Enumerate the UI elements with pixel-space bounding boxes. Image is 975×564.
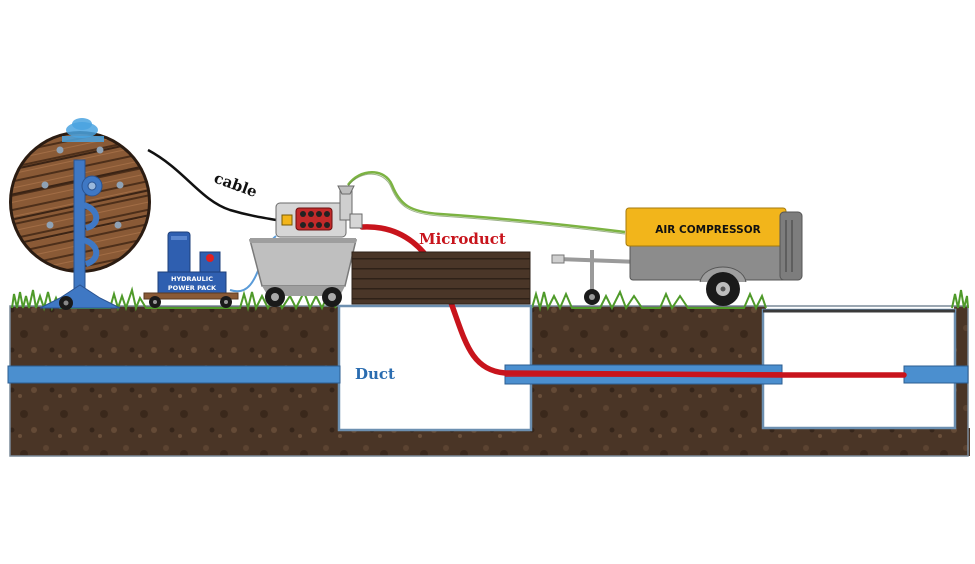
grass	[11, 286, 969, 312]
air-hose	[346, 171, 626, 234]
power-pack-label-2: POWER PACK	[168, 284, 217, 292]
microduct-in-duct	[505, 372, 782, 377]
cable-label: cable	[212, 169, 260, 201]
wooden-plank	[351, 251, 531, 305]
power-pack-red-button	[206, 254, 214, 262]
grass-center	[531, 289, 767, 312]
machine-trolley-bin	[249, 239, 357, 287]
microduct-label: Microduct	[419, 230, 506, 248]
duct-left	[7, 365, 341, 384]
duct-right	[903, 365, 969, 384]
cable-line	[147, 148, 289, 224]
cable-drum	[9, 118, 151, 310]
hydraulic-power-pack: HYDRAULIC POWER PACK	[143, 231, 277, 308]
soil-middle	[336, 428, 536, 456]
compressor-label: AIR COMPRESSOR	[655, 224, 760, 236]
power-pack-cart	[143, 292, 239, 300]
drum-logo-icon	[62, 118, 104, 142]
compressor-tow-bar	[557, 257, 641, 264]
grass-right	[951, 289, 969, 309]
soil-right-bottom	[760, 428, 970, 456]
duct-label: Duct	[355, 365, 395, 383]
air-compressor: AIR COMPRESSOR	[551, 207, 803, 306]
air-hose-shadow	[347, 173, 626, 235]
cable-blowing-machine	[249, 185, 363, 307]
power-pack-label-1: HYDRAULIC	[171, 275, 213, 283]
grass-left	[11, 286, 337, 312]
